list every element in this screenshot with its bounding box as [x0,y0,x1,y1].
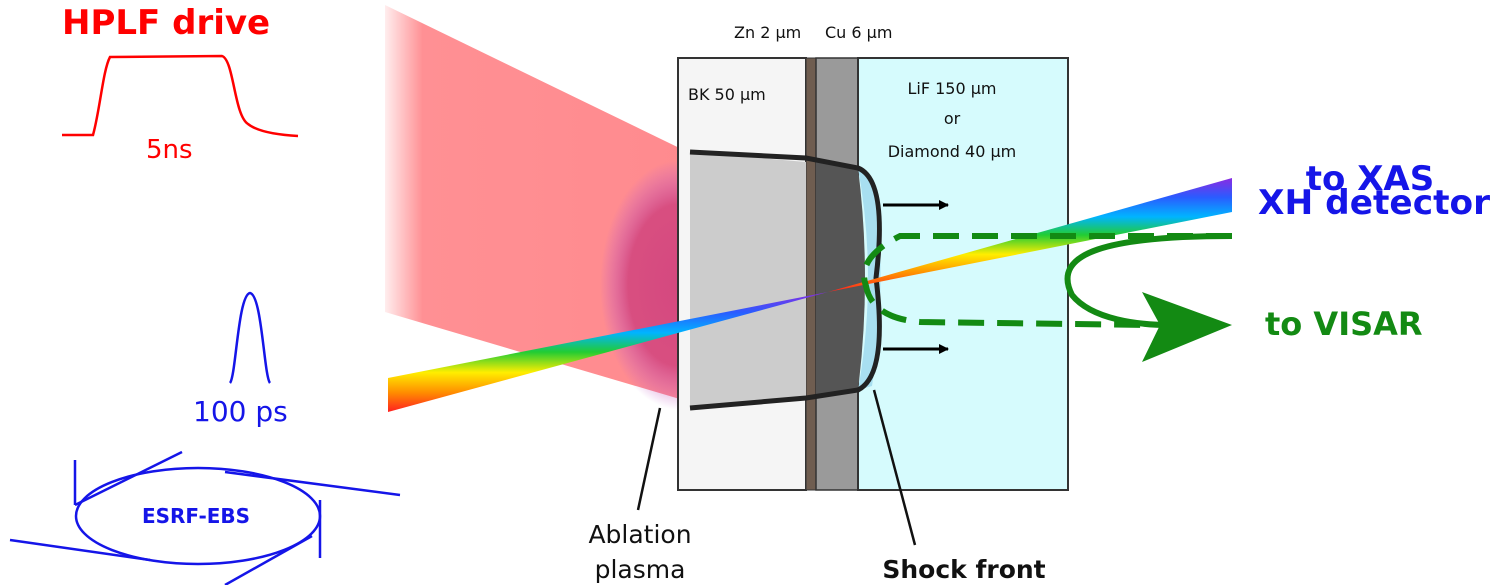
hplf-title: HPLF drive [62,3,270,43]
visar-label: to VISAR [1265,305,1423,343]
shocked-region-outline [689,149,882,411]
cu-label: Cu 6 μm [825,23,892,42]
visar-return-curve [1064,233,1233,328]
lif-label-2: or [944,109,961,128]
esrf-pulse-label: 100 ps [193,395,288,428]
xas-label-1: to XAS [1306,159,1434,199]
shock-leader [872,389,917,546]
bk-label: BK 50 μm [688,85,766,104]
shock-front-label: Shock front [882,555,1045,584]
esrf-tangent-3 [224,470,401,497]
hplf-duration: 5ns [146,135,193,165]
esrf-tangent-4 [9,538,151,562]
ablation-leader [636,407,662,511]
lif-label-1: LiF 150 μm [907,79,996,98]
lif-window [857,57,1069,491]
xas-label-2: XH detector [1258,183,1490,223]
esrf-pulse-shape [228,291,272,384]
visar-arrow-head [1142,292,1232,362]
shock-front-zone [858,168,881,390]
ablation-label-2: plasma [595,555,686,584]
esrf-tangent-6 [224,534,313,585]
esrf-ring-label: ESRF-EBS [142,504,250,528]
lif-label-3: Diamond 40 μm [888,142,1017,161]
shocked-bk-region [690,152,806,408]
esrf-tangent-1 [74,450,183,507]
hplf-pulse-shape [62,54,299,138]
xray-beam-in [388,292,828,412]
ablation-label-1: Ablation [588,520,691,549]
visar-probe-dashed [861,233,1232,328]
zn-label: Zn 2 μm [734,23,801,42]
zn-layer [805,57,817,491]
shocked-cu-region [816,162,865,396]
